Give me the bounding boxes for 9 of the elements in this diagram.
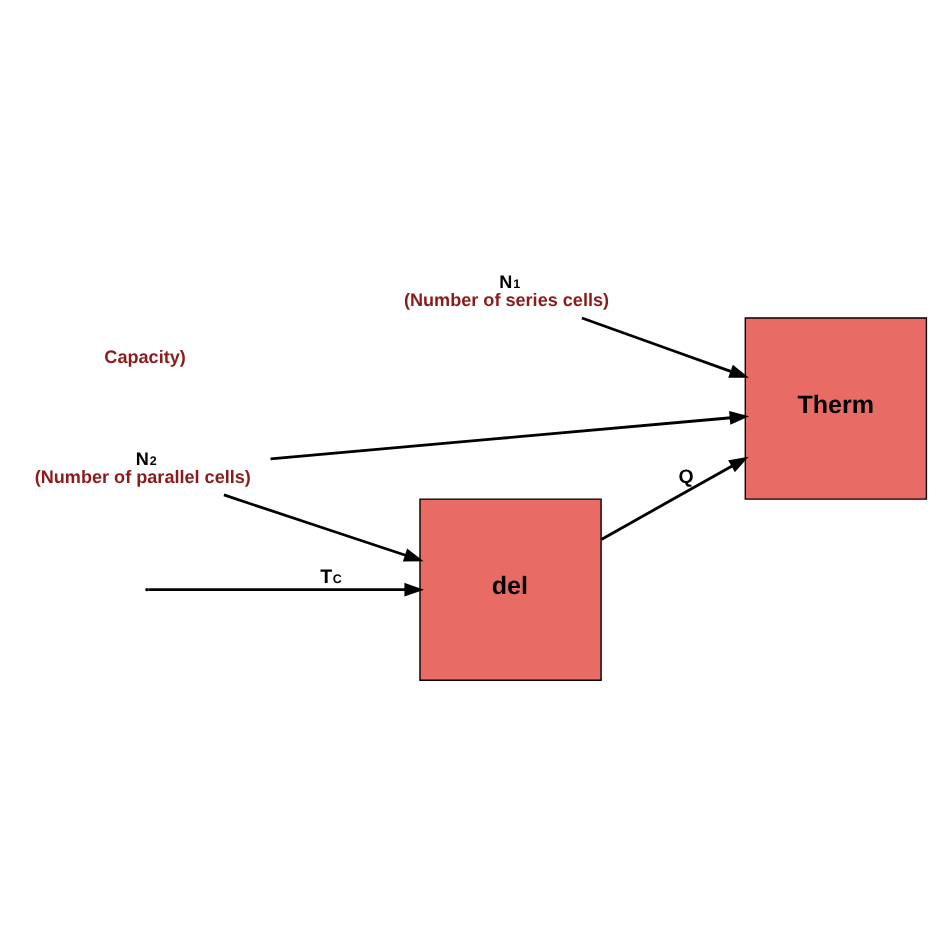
node-box: del (418, 498, 601, 681)
arrow (269, 411, 749, 461)
arrow (580, 316, 748, 378)
node-box: Therm (743, 317, 927, 500)
arrow (147, 582, 423, 597)
edge-label: Q (677, 466, 693, 489)
arrow (599, 456, 748, 541)
arrow (222, 493, 423, 562)
label: Capacity) (103, 347, 185, 368)
